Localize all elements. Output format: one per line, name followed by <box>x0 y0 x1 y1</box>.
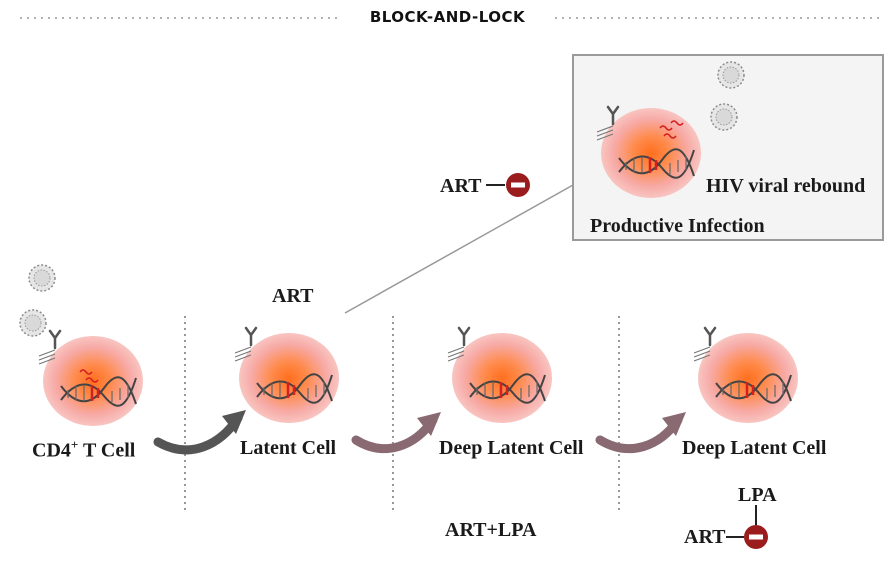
art-lpa-label: ART+LPA <box>445 519 537 541</box>
virus-icon <box>717 61 745 89</box>
latent-cell <box>239 333 339 423</box>
arrowhead-1 <box>222 410 246 434</box>
art-inhibit-label: ART <box>440 175 482 197</box>
receptor-icon <box>703 326 717 347</box>
productive-label: Productive Infection <box>590 215 765 237</box>
lpa-label: LPA <box>738 484 777 506</box>
deep-latent-label-1: Deep Latent Cell <box>439 437 584 459</box>
inset-connector <box>344 184 574 314</box>
latent-label: Latent Cell <box>240 437 337 459</box>
virus-icon <box>19 309 47 337</box>
receptor-icon <box>48 329 62 350</box>
art-top-label: ART <box>272 285 314 307</box>
transition-arrow-2 <box>351 415 438 454</box>
inhibitor-icon <box>506 173 530 197</box>
receptor-icon <box>457 326 471 347</box>
virus-icon <box>28 264 56 292</box>
deep-latent-cell-1 <box>452 333 552 423</box>
receptor-icon <box>244 326 258 347</box>
cd4-label-main: CD4 <box>32 439 71 462</box>
infected-cell <box>601 108 701 198</box>
rebound-label: HIV viral rebound <box>706 175 866 197</box>
deep-latent-label-2: Deep Latent Cell <box>682 437 827 459</box>
arrowhead-3 <box>662 412 686 436</box>
cd4-label: CD4+ T Cell <box>32 437 135 463</box>
transition-arrow-1 <box>153 413 243 455</box>
deep-latent-cell-2 <box>698 333 798 423</box>
virus-icon <box>710 103 738 131</box>
art-bottom-label: ART <box>684 526 726 548</box>
arrowhead-2 <box>417 412 441 436</box>
cd4-label-tail: T Cell <box>78 439 136 462</box>
viral-rna-icon <box>79 369 99 383</box>
diagram-title: BLOCK-AND-LOCK <box>369 8 526 26</box>
cd4-label-sup: + <box>70 437 79 452</box>
inhibitor-icon <box>744 525 768 549</box>
transition-arrow-3 <box>595 415 683 454</box>
viral-rna-icon <box>659 120 684 139</box>
